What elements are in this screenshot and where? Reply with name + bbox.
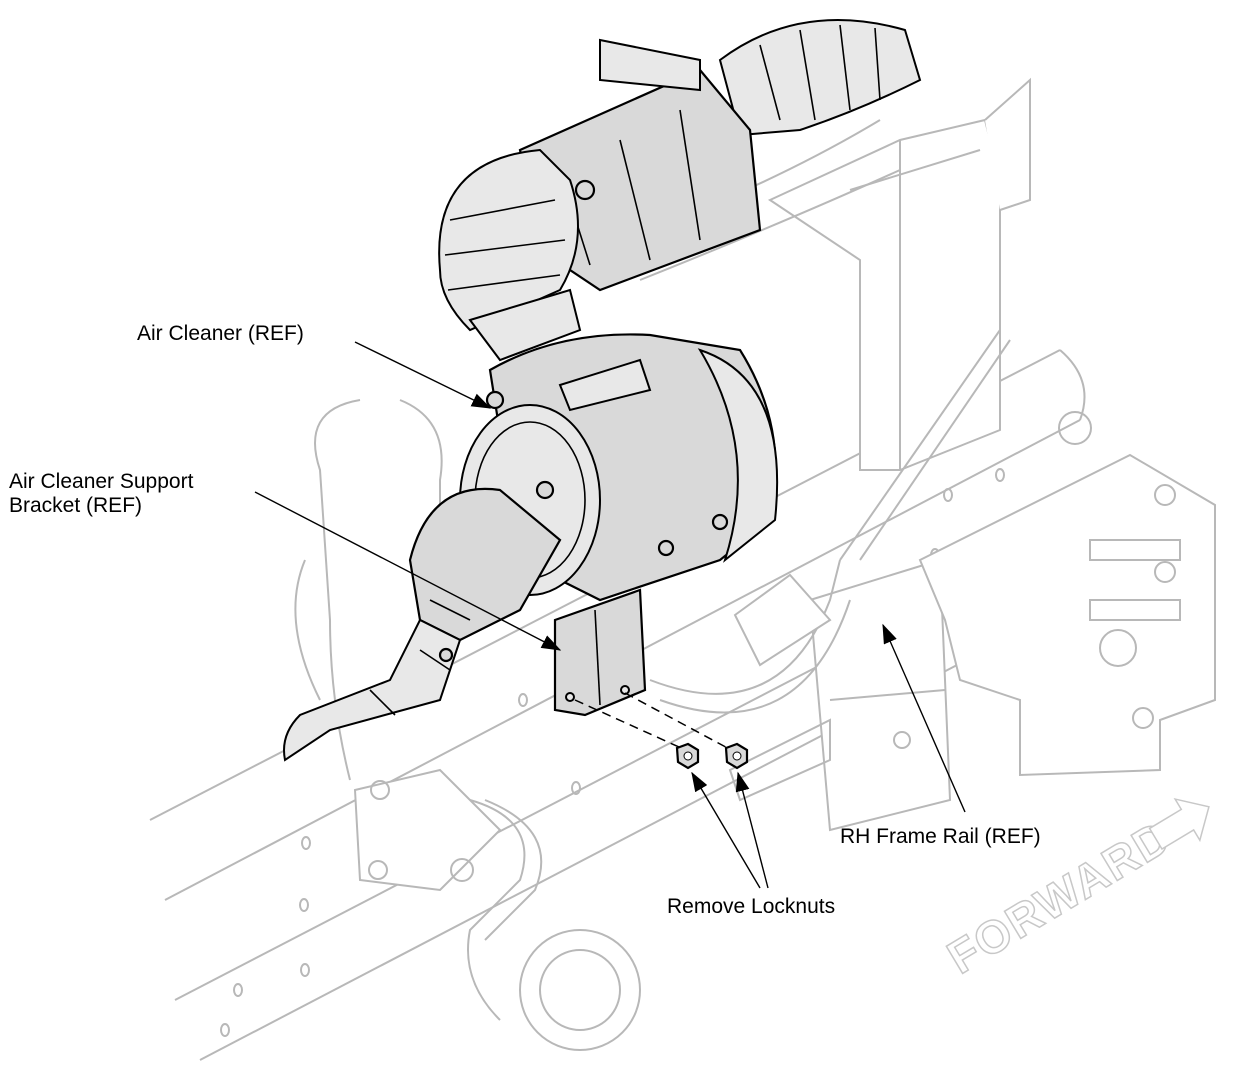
air-cleaner-callout: Air Cleaner (REF) bbox=[137, 322, 304, 345]
air-line-ghost bbox=[649, 329, 1092, 802]
forward-arrow-icon bbox=[1148, 797, 1210, 851]
brake-chamber-ghost bbox=[353, 768, 641, 1051]
crossmember-ghost bbox=[767, 77, 1031, 832]
rh-frame-rail-callout: RH Frame Rail (REF) bbox=[840, 825, 1041, 848]
support-bracket bbox=[553, 588, 647, 717]
rh-frame-bracket-ghost bbox=[918, 453, 1216, 777]
leader-lines bbox=[254, 341, 966, 889]
forward-indicator: FORWARD bbox=[938, 797, 1210, 984]
support-bracket-callout: Air Cleaner Support Bracket (REF) bbox=[9, 470, 194, 517]
upper-intake-duct bbox=[438, 19, 922, 362]
outlet-elbow bbox=[283, 487, 562, 762]
remove-locknuts-callout: Remove Locknuts bbox=[667, 895, 836, 918]
air-cleaner bbox=[459, 333, 779, 602]
locknuts bbox=[574, 692, 749, 770]
